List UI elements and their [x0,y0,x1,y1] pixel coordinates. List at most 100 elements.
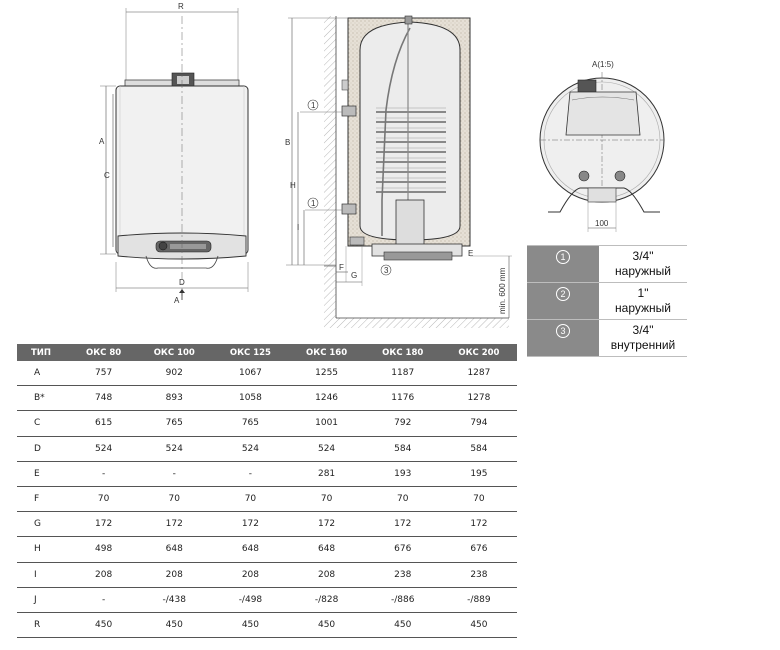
value-cell: 1278 [440,385,517,412]
legend-row: 3 3/4"внутренний [527,319,687,357]
value-cell: 1058 [212,385,289,412]
value-cell: 524 [212,436,289,462]
value-cell: 208 [136,562,213,588]
value-cell: 648 [136,536,213,563]
legend-size: 1" [637,286,649,300]
value-cell: 450 [364,612,441,639]
dim-d-label: D [179,278,185,287]
value-cell: 172 [288,511,365,538]
marker-connection-3: 3 [384,266,389,275]
marker-connection-1: 1 [311,101,316,110]
value-cell: 648 [288,536,365,563]
value-cell: 195 [440,461,517,487]
value-cell: 648 [212,536,289,563]
legend-type: внутренний [610,338,676,352]
min-distance-label: min. 600 mm [498,267,507,314]
value-cell: 450 [212,612,289,639]
row-label-cell: D [17,436,71,462]
view-a-arrow-label: A [174,296,180,305]
value-cell: 1287 [440,361,517,387]
value-cell: 676 [440,536,517,563]
value-cell: 208 [212,562,289,588]
marker-connection-1b: 1 [311,199,316,208]
header-oks200: ОКС 200 [440,344,517,361]
value-cell: -/498 [212,587,289,613]
row-label-cell: H [17,536,71,563]
row-label-cell: F [17,486,71,513]
value-cell: 584 [364,436,441,462]
value-cell: 748 [71,385,137,412]
dim-r-label: R [178,2,184,11]
value-cell: - [212,461,289,487]
value-cell: 70 [440,486,517,513]
value-cell: 450 [136,612,213,639]
value-cell: 757 [71,361,137,387]
dim-c-label: C [104,171,110,180]
dimensions-table: ТИП ОКС 80 ОКС 100 ОКС 125 ОКС 160 ОКС 1… [17,344,517,639]
value-cell: 70 [288,486,365,513]
legend-size: 3/4" [632,323,654,337]
value-cell: 902 [136,361,213,387]
header-oks100: ОКС 100 [136,344,213,361]
row-label-cell: C [17,410,71,437]
row-label-cell: A [17,361,71,387]
value-cell: 1255 [288,361,365,387]
value-cell: 70 [136,486,213,513]
dim-e-label: E [468,249,473,258]
legend-row: 2 1"наружный [527,282,687,320]
legend-type: наружный [615,301,671,315]
value-cell: - [71,461,137,487]
value-cell: 172 [212,511,289,538]
value-cell: 498 [71,536,137,563]
value-cell: 70 [364,486,441,513]
dim-i-label: I [297,223,299,232]
value-cell: 238 [364,562,441,588]
value-cell: 794 [440,410,517,437]
value-cell: -/886 [364,587,441,613]
value-cell: 172 [364,511,441,538]
value-cell: 1001 [288,410,365,437]
header-oks180: ОКС 180 [364,344,441,361]
dim-g-label: G [351,271,357,280]
value-cell: 70 [71,486,137,513]
value-cell: 524 [136,436,213,462]
dim-b-label: B [285,138,290,147]
dim-a-label: A [99,137,105,146]
value-cell: 208 [288,562,365,588]
row-label-cell: I [17,562,71,588]
value-cell: 450 [440,612,517,639]
value-cell: 1067 [212,361,289,387]
row-label-cell: G [17,511,71,538]
value-cell: 172 [71,511,137,538]
detail-view-a: A(1:5) 100 [539,60,665,232]
value-cell: 765 [212,410,289,437]
side-section-view: B H I 1 1 3 F G E min. 600 mm [285,15,512,328]
value-cell: 1176 [364,385,441,412]
value-cell: 676 [364,536,441,563]
value-cell: - [71,587,137,613]
header-type: ТИП [17,344,71,361]
legend-number: 3 [556,324,570,338]
front-view: R A C D A [99,2,249,305]
value-cell: 172 [136,511,213,538]
header-oks125: ОКС 125 [212,344,289,361]
legend-row: 1 3/4"наружный [527,245,687,283]
header-oks160: ОКС 160 [288,344,365,361]
value-cell: -/889 [440,587,517,613]
value-cell: 208 [71,562,137,588]
value-cell: 584 [440,436,517,462]
value-cell: 450 [288,612,365,639]
dim-h-label: H [290,181,296,190]
value-cell: 524 [71,436,137,462]
table-row: J--/438-/498-/828-/886-/889 [17,587,517,613]
